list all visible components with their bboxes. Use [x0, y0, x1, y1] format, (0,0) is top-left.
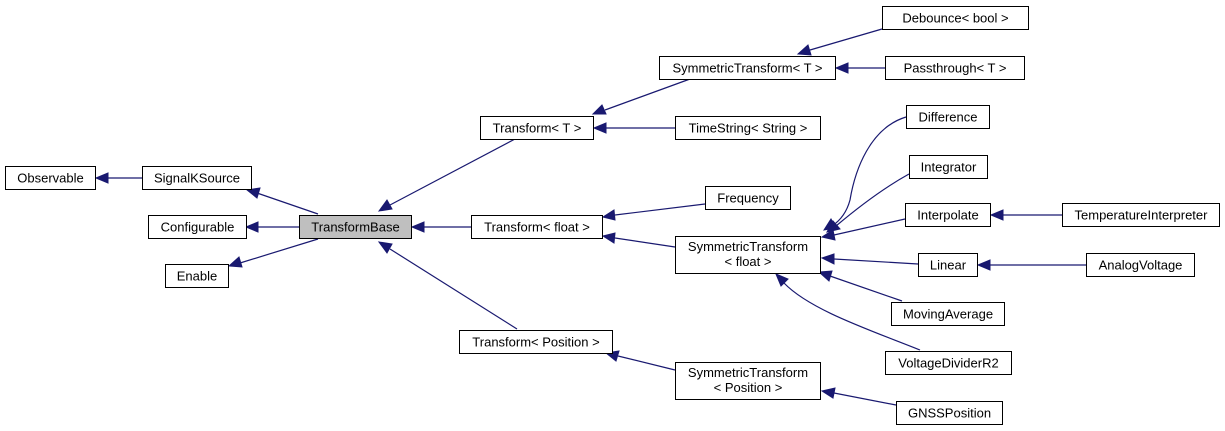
arrowhead-transform-t-top: [591, 104, 607, 115]
node-observable[interactable]: Observable: [5, 166, 96, 190]
node-label: Transform< T >: [493, 121, 582, 136]
arrowhead-symmetric-t-mid: [834, 62, 849, 74]
edge-integrator-to-symmetric-float: [835, 173, 910, 227]
arrowhead-observable: [94, 172, 109, 184]
edge-symmetric-float-to-transform-float: [614, 237, 676, 248]
node-frequency[interactable]: Frequency: [705, 186, 791, 210]
node-label: GNSSPosition: [908, 406, 991, 421]
arrowhead-enable: [227, 256, 243, 268]
node-enable[interactable]: Enable: [165, 264, 229, 288]
arrowhead-transform-t-mid: [592, 122, 607, 134]
node-label: Transform< Position >: [472, 335, 599, 350]
node-label-line2: < float >: [725, 254, 772, 269]
edge-transform-position-to-transformbase: [389, 248, 518, 330]
node-transform-t[interactable]: Transform< T >: [480, 116, 594, 140]
arrowhead-transform-float-top: [601, 209, 616, 221]
node-interpolate[interactable]: Interpolate: [905, 203, 991, 227]
node-label: Enable: [177, 269, 217, 284]
node-label: Passthrough< T >: [904, 61, 1007, 76]
edge-difference-to-symmetric-float: [831, 116, 907, 227]
node-label-line2: < Position >: [714, 380, 783, 395]
node-signalk-source[interactable]: SignalKSource: [142, 166, 252, 190]
arrowhead-symmetric-float-4: [820, 253, 835, 265]
node-voltage-divider-r2[interactable]: VoltageDividerR2: [885, 351, 1012, 375]
edge-gnssposition-to-symmetric-position: [833, 392, 897, 406]
node-label: Frequency: [717, 191, 779, 206]
arrowhead-transformbase-mid: [410, 221, 425, 233]
arrowhead-symmetric-float-6: [775, 273, 789, 287]
arrowhead-symmetric-position: [820, 387, 836, 399]
node-label: Interpolate: [917, 208, 978, 223]
node-label: Debounce< bool >: [902, 11, 1008, 26]
node-label: TimeString< String >: [689, 121, 808, 136]
node-integrator[interactable]: Integrator: [909, 155, 988, 179]
edges-layer: [94, 28, 1086, 406]
node-moving-average[interactable]: MovingAverage: [891, 302, 1005, 326]
node-gnss-position[interactable]: GNSSPosition: [896, 401, 1003, 425]
edge-movingaverage-to-symmetric-float: [829, 275, 903, 302]
edge-frequency-to-transform-float: [614, 203, 706, 216]
node-passthrough[interactable]: Passthrough< T >: [885, 56, 1025, 80]
node-analog-voltage[interactable]: AnalogVoltage: [1086, 253, 1195, 277]
node-difference[interactable]: Difference: [906, 105, 990, 129]
arrowhead-interpolate: [989, 209, 1004, 221]
node-label: SignalKSource: [154, 171, 240, 186]
arrowhead-transformbase-bottom: [377, 241, 393, 254]
node-label: Observable: [17, 171, 83, 186]
edge-transform-t-to-transformbase: [389, 138, 516, 206]
edge-symmetric-t-to-transform-t: [604, 78, 691, 111]
node-label-line1: SymmetricTransform: [688, 365, 808, 380]
arrowhead-transformbase-top: [377, 199, 393, 212]
arrowhead-symmetric-float-5: [817, 270, 833, 282]
edge-linear-to-symmetric-float: [833, 258, 919, 265]
node-label: SymmetricTransform< T >: [672, 61, 822, 76]
node-label: MovingAverage: [903, 307, 993, 322]
node-symmetric-transform-t[interactable]: SymmetricTransform< T >: [659, 56, 836, 80]
node-timestring[interactable]: TimeString< String >: [675, 116, 821, 140]
arrowhead-configurable: [244, 221, 259, 233]
node-label: TransformBase: [311, 220, 399, 235]
node-transform-base[interactable]: TransformBase: [299, 215, 412, 239]
node-symmetric-transform-float[interactable]: SymmetricTransform < float >: [675, 236, 821, 274]
node-label-line1: SymmetricTransform: [688, 239, 808, 254]
edge-transformbase-to-signalksource: [256, 192, 319, 215]
node-temperature-interpreter[interactable]: TemperatureInterpreter: [1062, 203, 1220, 227]
node-linear[interactable]: Linear: [918, 253, 978, 277]
edge-voltagedivider-to-symmetric-float: [783, 282, 921, 351]
node-label: AnalogVoltage: [1099, 258, 1183, 273]
node-symmetric-transform-position[interactable]: SymmetricTransform < Position >: [675, 362, 821, 400]
node-label: Linear: [930, 258, 967, 273]
node-debounce[interactable]: Debounce< bool >: [882, 6, 1029, 30]
arrowhead-transform-float-bottom: [601, 232, 616, 244]
edge-transformbase-to-enable: [239, 238, 319, 264]
node-configurable[interactable]: Configurable: [148, 215, 247, 239]
node-label: Configurable: [161, 220, 235, 235]
node-transform-float[interactable]: Transform< float >: [471, 215, 603, 239]
edge-interpolate-to-symmetric-float: [833, 218, 906, 236]
node-label: TemperatureInterpreter: [1075, 208, 1209, 223]
node-label: Difference: [918, 110, 977, 125]
node-transform-position[interactable]: Transform< Position >: [459, 330, 613, 354]
arrowhead-symmetric-float-3: [820, 229, 836, 241]
edge-symmetric-position-to-transform-position: [617, 355, 676, 371]
edge-debounce-to-symmetric-t: [809, 28, 883, 51]
nodes-layer: Observable SignalKSource Configurable En…: [5, 6, 1220, 425]
node-label: Transform< float >: [484, 220, 590, 235]
node-label: VoltageDividerR2: [898, 356, 998, 371]
arrowhead-symmetric-t-top: [796, 44, 812, 56]
arrowhead-linear: [976, 259, 991, 271]
arrowhead-signalksource: [245, 187, 261, 199]
node-label: Integrator: [921, 160, 977, 175]
